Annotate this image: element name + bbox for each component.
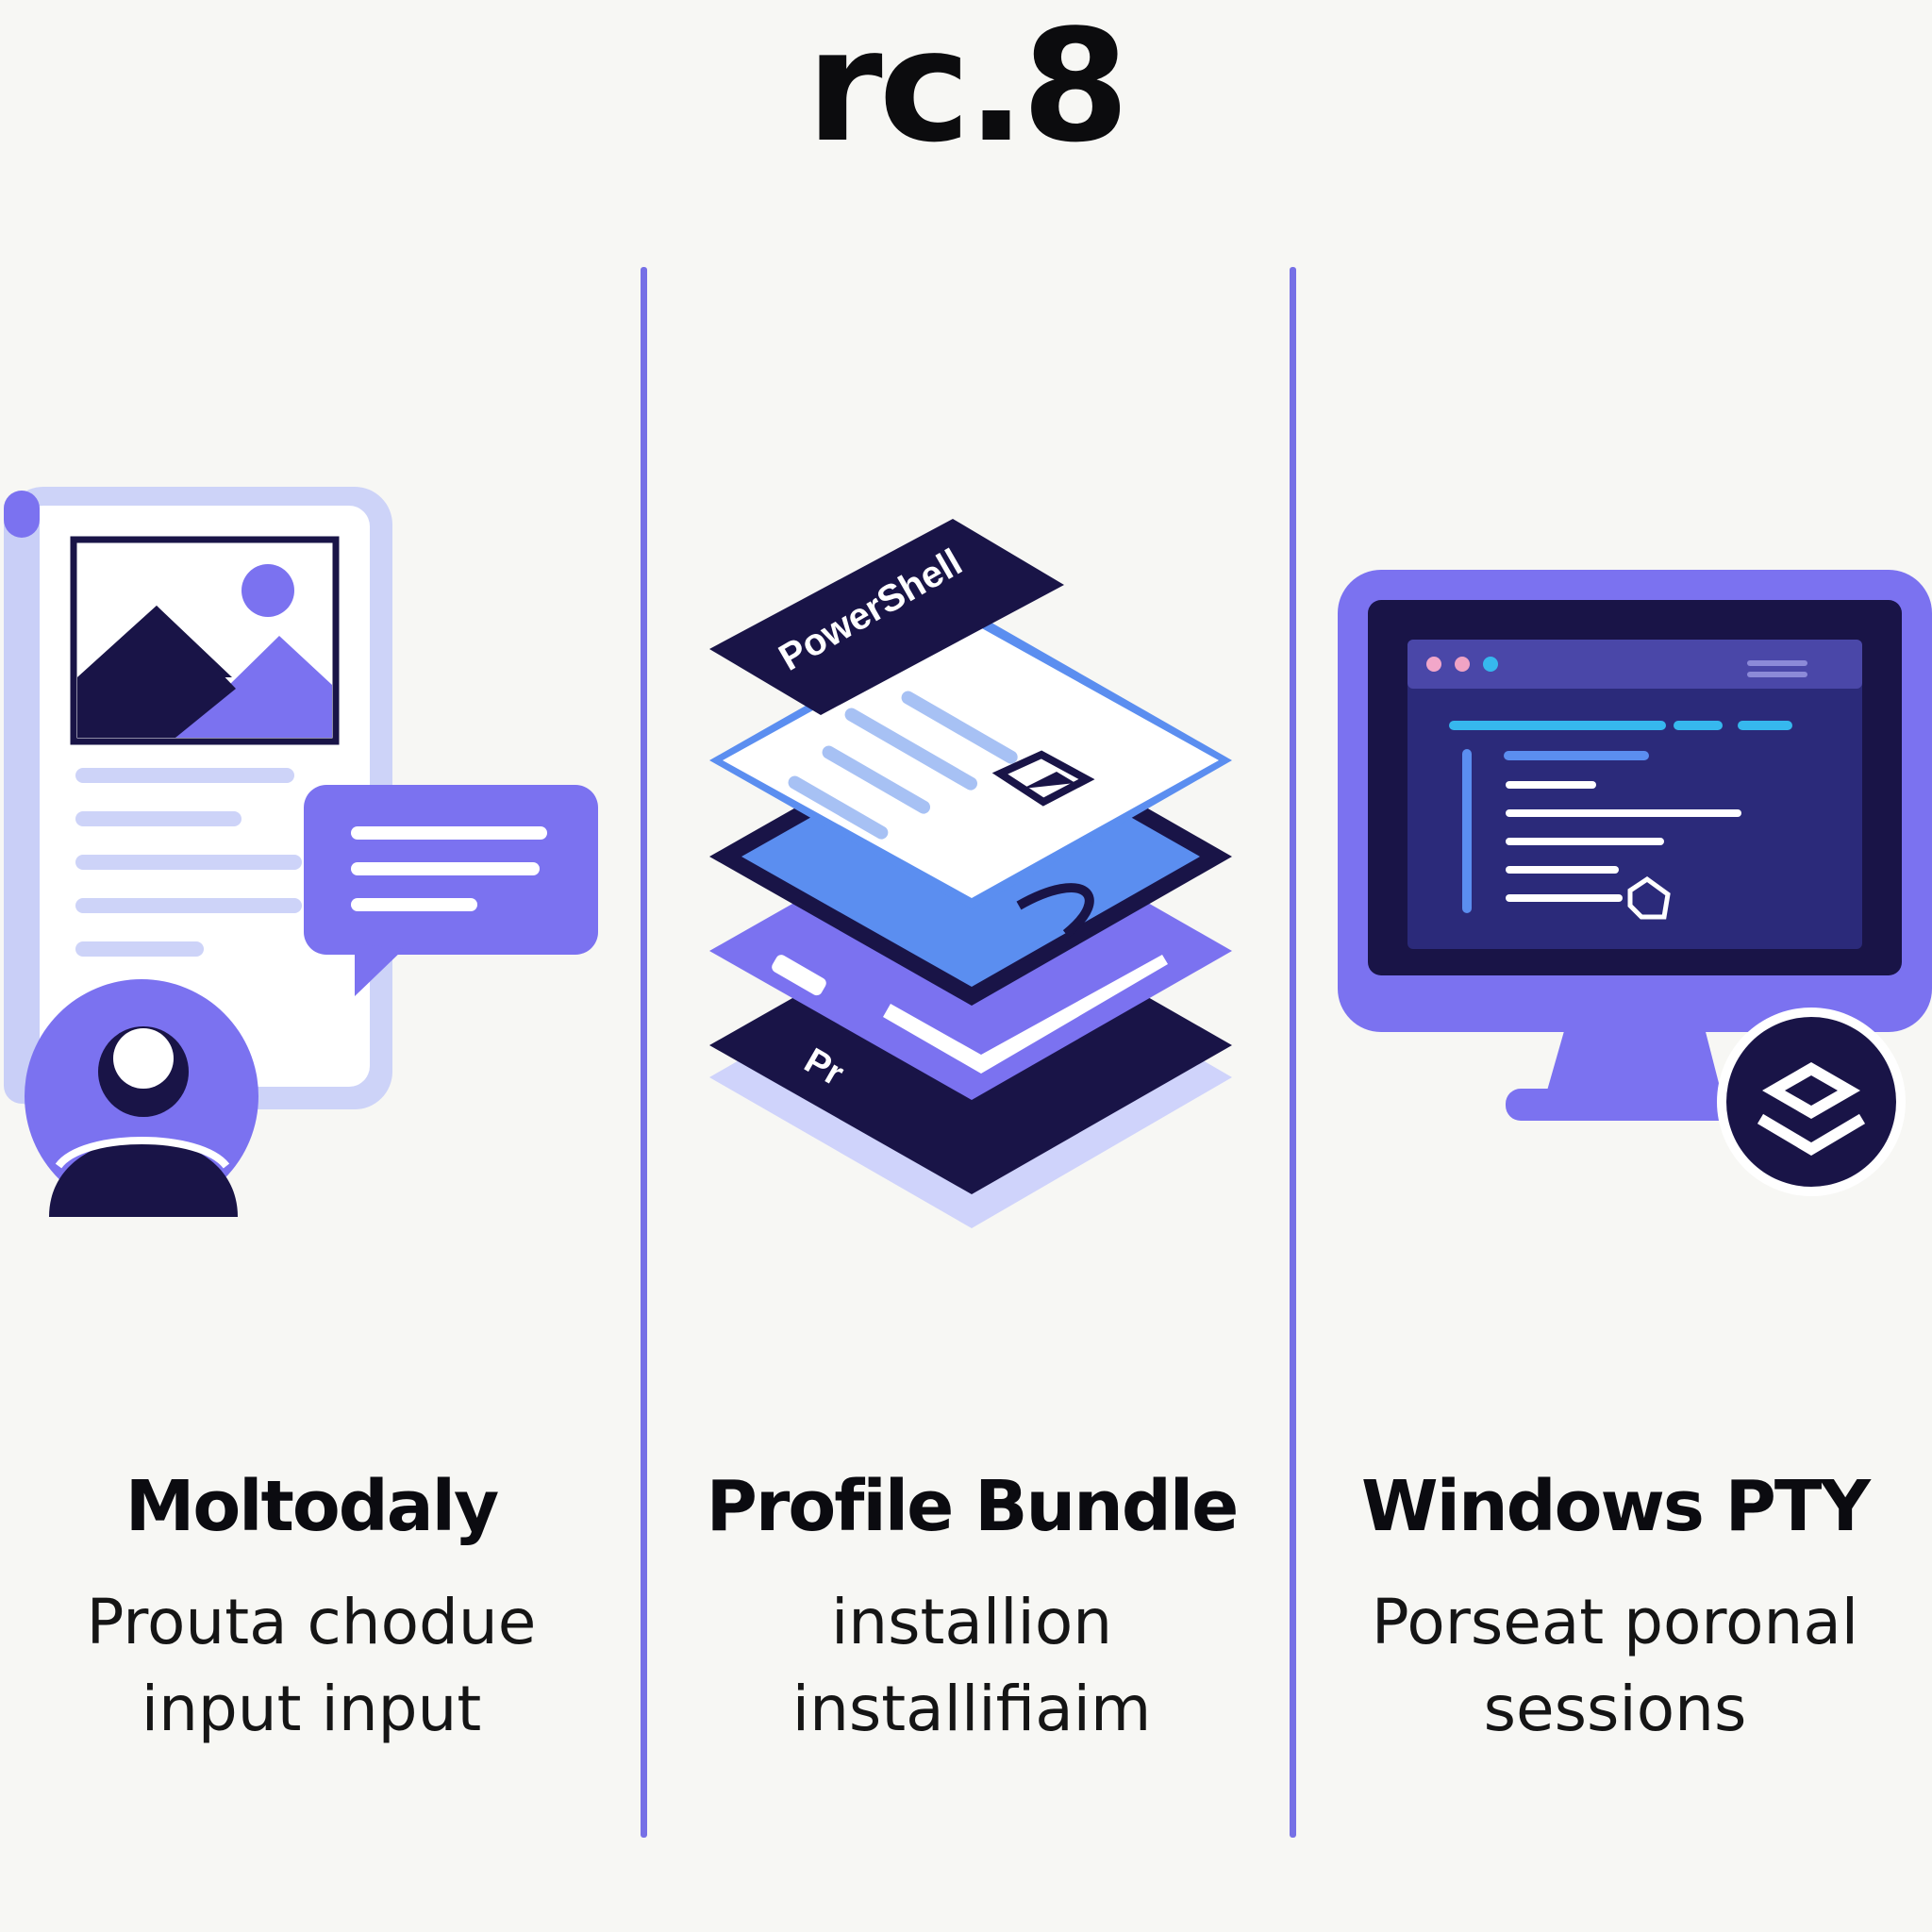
- column-divider-left: [641, 267, 647, 1838]
- feature-column-3: Windows PTY Porseat poronal sessions: [1304, 1472, 1926, 1753]
- feature-heading: Profile Bundle: [706, 1466, 1240, 1547]
- feature-column-2: Profile Bundle installion installifiaim: [660, 1472, 1283, 1753]
- feature-desc-line-2: sessions: [1483, 1673, 1747, 1745]
- feature-desc-line-2: installifiaim: [791, 1673, 1152, 1745]
- feature-heading: Moltodaly: [125, 1466, 500, 1547]
- powershell-layer-stack-icon: Pr PowerShell: [709, 519, 1232, 1228]
- terminal-monitor-icon: [1338, 570, 1932, 1196]
- feature-desc-line-1: Porseat poronal: [1371, 1586, 1859, 1658]
- feature-heading: Windows PTY: [1361, 1466, 1871, 1547]
- chat-document-avatar-icon: [4, 487, 598, 1217]
- feature-desc-line-2: input input: [141, 1673, 482, 1745]
- feature-desc-line-1: installion: [830, 1586, 1113, 1658]
- feature-desc-line-1: Prouta chodue: [86, 1586, 537, 1658]
- column-divider-right: [1290, 267, 1296, 1838]
- page-title: rc.8: [806, 0, 1130, 176]
- feature-column-1: Moltodaly Prouta chodue input input: [9, 1472, 613, 1753]
